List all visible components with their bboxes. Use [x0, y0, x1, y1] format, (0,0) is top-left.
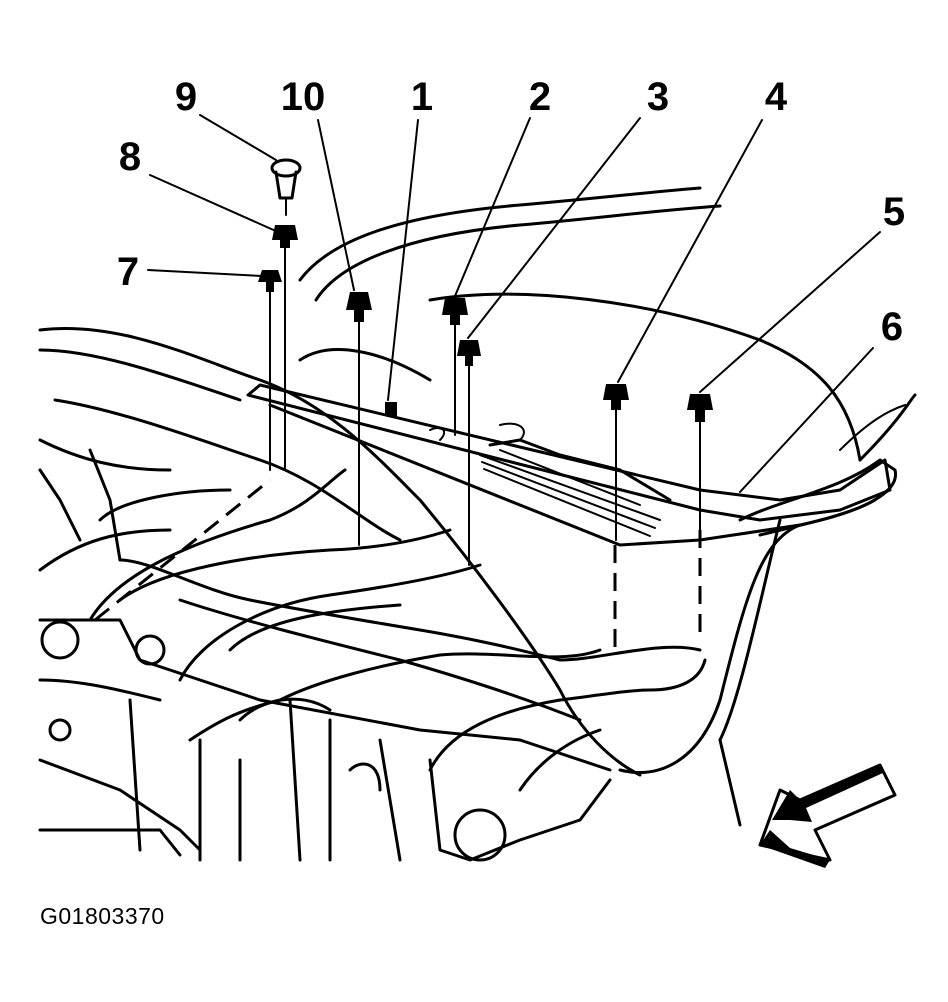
cowl-seal-strip [618, 458, 898, 827]
callout-7: 7 [117, 250, 139, 294]
callout-10: 10 [281, 75, 326, 119]
callout-8: 8 [119, 135, 141, 179]
leader-lines [147, 114, 881, 493]
windshield-outline [298, 186, 917, 462]
fastener-8-nut [272, 225, 298, 471]
callout-9: 9 [175, 75, 197, 119]
callout-5: 5 [883, 190, 905, 234]
fastener-4-clip [603, 384, 629, 541]
fastener-3-clip [457, 340, 481, 566]
front-direction-arrow-icon [758, 763, 897, 868]
callout-4: 4 [765, 75, 788, 119]
fastener-5-clip [687, 394, 713, 531]
engine-compartment [38, 326, 702, 862]
vent-grille [479, 438, 672, 537]
figure-id-label: G01803370 [40, 903, 165, 929]
cowl-vent-panel [246, 348, 892, 547]
callout-1: 1 [411, 75, 433, 119]
callout-3: 3 [647, 75, 669, 119]
callout-labels: 9 8 7 10 1 2 3 4 5 6 [117, 75, 905, 349]
fastener-7-retainer [258, 270, 282, 471]
fastener-9-cap [270, 158, 302, 216]
callout-6: 6 [881, 305, 903, 349]
fastener-10-clip [346, 292, 372, 546]
callout-2: 2 [529, 75, 551, 119]
harness-lines [88, 468, 707, 792]
fastener-2-clip [442, 298, 468, 436]
